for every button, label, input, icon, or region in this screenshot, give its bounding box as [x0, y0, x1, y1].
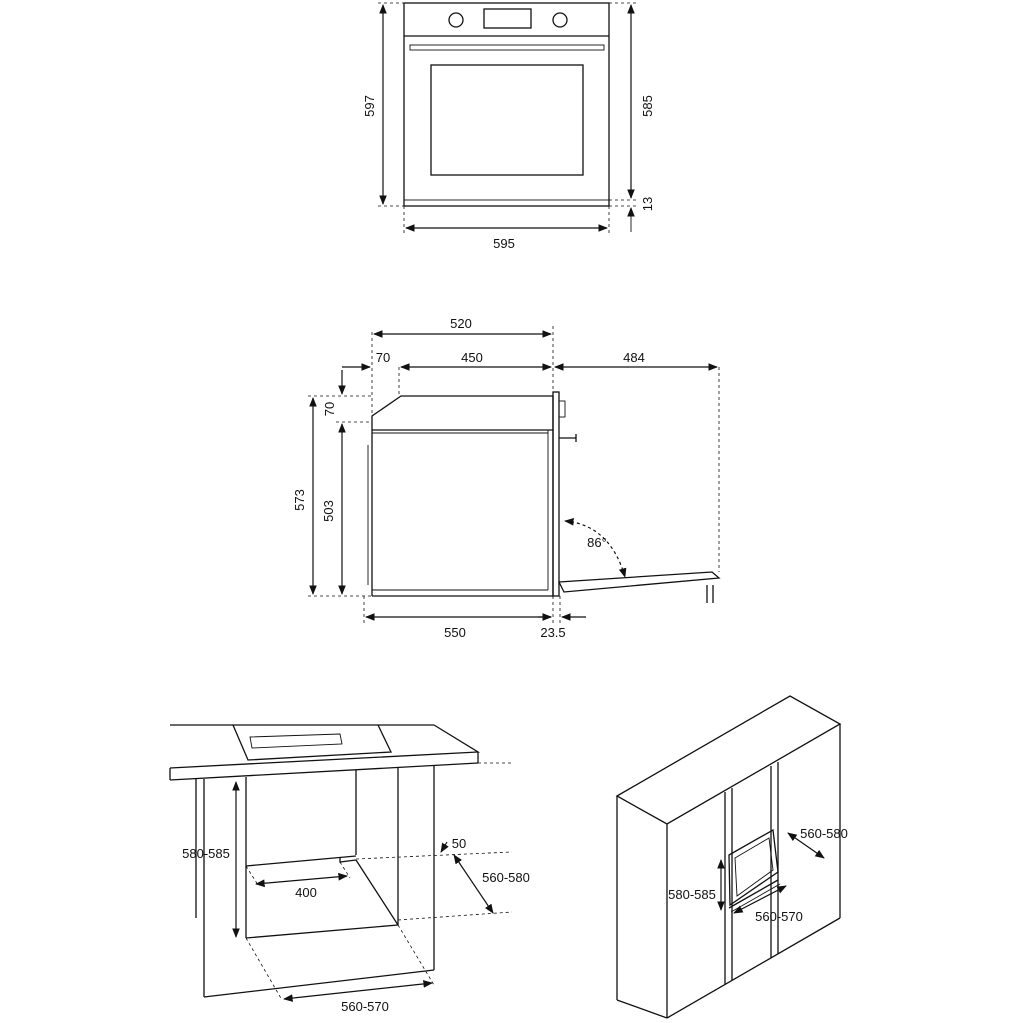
door-angle-label: 86° — [587, 535, 607, 550]
left-knob-icon — [448, 12, 464, 28]
under-counter-height-label: 580-585 — [182, 846, 230, 861]
side-depth-top-label: 450 — [461, 350, 483, 365]
door-angle-arc — [564, 517, 627, 578]
side-top-drop-label: 70 — [322, 402, 337, 416]
side-view: 520 70 450 484 70 573 503 550 23.5 86° — [292, 316, 721, 640]
column-width-dimension — [733, 885, 787, 914]
column-installation: 560-580 580-585 560-570 — [615, 695, 848, 1019]
side-height-total-label: 573 — [292, 489, 307, 511]
countertop — [169, 724, 481, 781]
under-counter-depth-label: 560-580 — [482, 870, 530, 885]
side-height-body-label: 503 — [321, 500, 336, 522]
front-view: 597 585 13 595 — [362, 2, 655, 251]
front-width-label: 595 — [493, 236, 515, 251]
under-counter-width-label: 560-570 — [341, 999, 389, 1014]
tall-cabinet — [615, 695, 842, 1019]
cabinet — [195, 765, 435, 998]
oven-side-body — [367, 391, 577, 597]
plinth-label: 13 — [640, 197, 655, 211]
column-niche — [728, 828, 781, 913]
front-height-total-label: 597 — [362, 95, 377, 117]
vent-depth-label: 400 — [295, 885, 317, 900]
door-thickness-label: 23.5 — [540, 625, 565, 640]
hob — [232, 724, 393, 761]
right-knob-icon — [552, 12, 568, 28]
column-height-label: 580-585 — [668, 887, 716, 902]
under-counter-width-dimension — [283, 980, 433, 1002]
under-counter-depth-dimension — [453, 854, 494, 914]
door-open-label: 484 — [623, 350, 645, 365]
side-depth-total-label: 520 — [450, 316, 472, 331]
column-width-label: 560-570 — [755, 909, 803, 924]
under-counter-installation: 580-585 400 50 560-580 560-570 — [169, 724, 530, 1014]
oven-front-body — [403, 2, 610, 207]
front-height-body-label: 585 — [640, 95, 655, 117]
side-top-offset-label: 70 — [376, 350, 390, 365]
side-depth-body-label: 550 — [444, 625, 466, 640]
column-depth-dimension — [787, 832, 825, 859]
gap-label: 50 — [452, 836, 466, 851]
control-display — [483, 8, 532, 29]
open-door — [557, 571, 721, 603]
column-depth-label: 560-580 — [800, 826, 848, 841]
vent-depth-dimension — [255, 872, 348, 888]
